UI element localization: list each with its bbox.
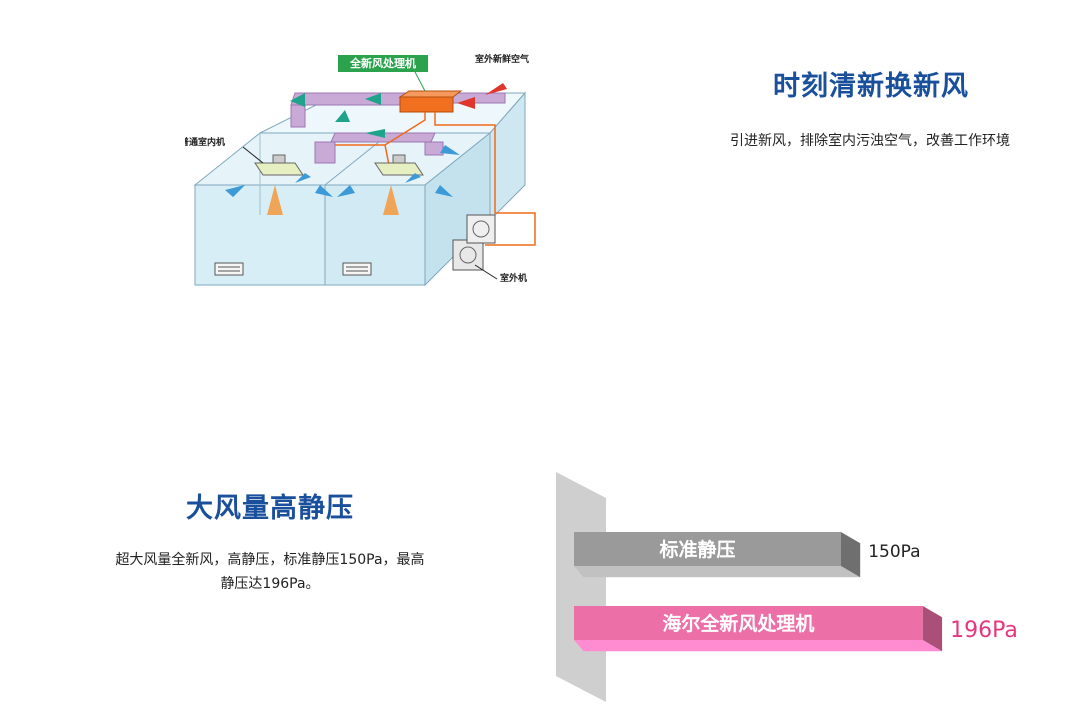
- bar-1-front: [574, 532, 841, 566]
- bar-1-side: [841, 532, 861, 578]
- supply-air-arrows: [225, 145, 460, 197]
- bar-2-bottom: [574, 640, 943, 652]
- fresh-air-unit: [398, 90, 463, 113]
- bar-1-category-label: 标准静压: [659, 538, 735, 561]
- duct-airflow-arrows: [290, 93, 385, 138]
- bar-1: 标准静压 150Pa: [574, 532, 921, 578]
- pressure-description-line1: 超大风量全新风，高静压，标准静压150Pa，最高: [115, 552, 425, 568]
- fresh-air-title: 时刻清新换新风: [773, 71, 969, 102]
- bar-2-category-label: 海尔全新风处理机: [662, 612, 814, 635]
- fresh-air-system-diagram: 全新风处理机 室外新鲜空气 普通室内机 室外机: [185, 53, 536, 287]
- return-air-arrows: [267, 185, 399, 215]
- unit-label: 全新风处理机: [349, 56, 416, 70]
- bar-2-front: [574, 606, 923, 640]
- outdoor-air-arrows: [457, 83, 507, 109]
- bar-2: 海尔全新风处理机 196Pa: [574, 606, 1018, 652]
- fresh-air-description: 引进新风，排除室内污浊空气，改善工作环境: [730, 133, 1010, 149]
- indoor-unit-left: [254, 154, 304, 176]
- outdoor-unit: [452, 214, 496, 271]
- indoor-unit-right: [374, 154, 424, 176]
- outdoor-air-label: 室外新鲜空气: [475, 53, 529, 65]
- bar-2-side: [922, 606, 943, 652]
- bar-1-bottom: [574, 566, 861, 578]
- unit-label-box: [338, 55, 428, 72]
- indoor-unit-label: 普通室内机: [185, 136, 225, 148]
- outdoor-unit-label: 室外机: [500, 272, 527, 284]
- static-pressure-chart: 标准静压 150Pa 海尔全新风处理机 196Pa: [556, 472, 1018, 702]
- bar-2-value-label: 196Pa: [950, 618, 1018, 643]
- pressure-description-line2: 静压达196Pa。: [220, 576, 320, 592]
- pressure-title: 大风量高静压: [186, 493, 354, 524]
- chart-wall: [556, 472, 606, 702]
- bar-1-value-label: 150Pa: [868, 542, 920, 562]
- pressure-description: 超大风量全新风，高静压，标准静压150Pa，最高 静压达196Pa。: [90, 548, 450, 596]
